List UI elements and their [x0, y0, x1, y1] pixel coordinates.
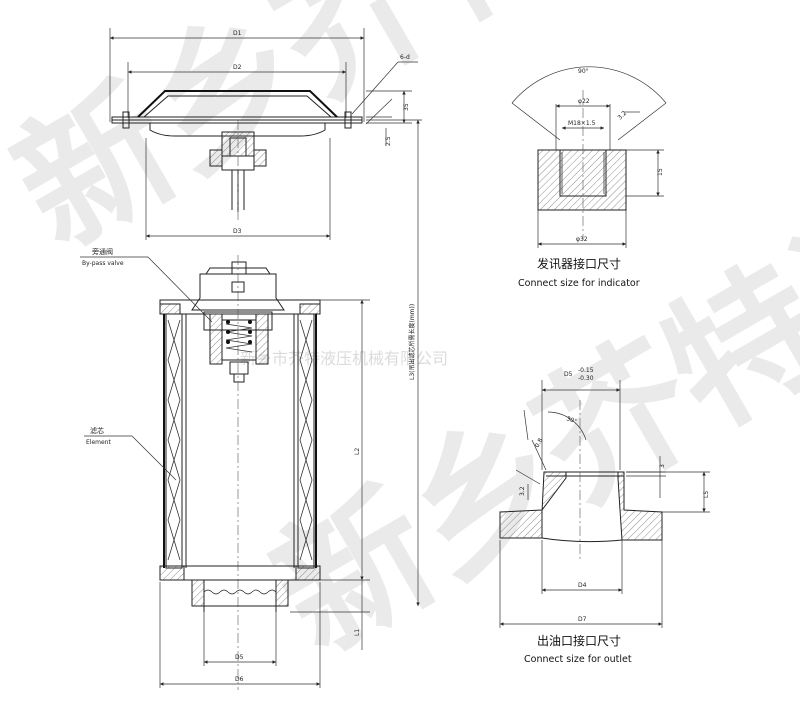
dim-l1: L1: [354, 629, 361, 636]
dim-d5-tol-dn: -0.30: [578, 375, 594, 382]
dim-6d: 6-d: [400, 54, 410, 61]
dim-d2: D2: [233, 64, 242, 71]
dim-35: 35: [403, 103, 410, 111]
dim-phi32: φ32: [576, 236, 588, 243]
dim-l2: L2: [354, 448, 361, 455]
dim-15: 15: [657, 168, 664, 176]
filter-body: D5 D6 L2 L1 L3(吊出滤芯所需长度(mm)) 旁通阀 By-pass…: [80, 119, 422, 690]
dim-3-2-outlet: 3.2: [519, 486, 526, 496]
outlet-detail: D5 -0.15 -0.30 30° 0.8 3 L5 3.2: [499, 367, 710, 665]
dim-l3: L3(吊出滤芯所需长度(mm)): [408, 304, 416, 380]
dim-phi22: φ22: [578, 98, 590, 105]
dim-d6: D6: [235, 676, 244, 683]
dim-d5: D5: [235, 654, 244, 661]
dim-90deg: 90°: [578, 68, 589, 75]
caption-indicator-cn: 发讯器接口尺寸: [537, 256, 621, 271]
dim-d1: D1: [233, 30, 242, 37]
dim-d5-outlet: D5: [564, 371, 573, 378]
dim-d5-tol-up: -0.15: [578, 367, 594, 374]
label-bypass-en: By-pass valve: [82, 260, 124, 267]
dim-m18: M18×1.5: [568, 120, 596, 127]
dim-2-5: 2.5: [385, 136, 392, 146]
label-element-cn: 滤芯: [90, 426, 104, 435]
dim-l5: L5: [703, 491, 710, 498]
indicator-detail: 90° φ22 M18×1.5 3.2 15 φ32 发讯器接口尺寸 Conne…: [511, 66, 667, 289]
watermark-company: 新乡市芥特液压机械有限公司: [240, 349, 448, 368]
dim-d7: D7: [578, 616, 587, 623]
label-bypass-cn: 旁通阀: [92, 247, 113, 256]
caption-outlet-en: Connect size for outlet: [524, 654, 632, 665]
dim-d3: D3: [233, 228, 242, 235]
dim-d4: D4: [578, 582, 587, 589]
caption-outlet-cn: 出油口接口尺寸: [537, 633, 621, 648]
dim-0-8: 0.8: [534, 437, 545, 449]
watermark-text: 新乡芥特液机: [0, 0, 800, 281]
watermark: 新乡芥特液机 新乡芥特液机 新乡市芥特液压机械有限公司: [0, 0, 800, 686]
dim-3-2-indicator: 3.2: [616, 110, 628, 122]
dim-30deg: 30°: [565, 415, 577, 425]
label-element-en: Element: [86, 439, 111, 446]
cover-assembly: D1 D2 6-d 35 2.5: [109, 28, 418, 240]
caption-indicator-en: Connect size for indicator: [518, 278, 640, 289]
dim-3: 3: [659, 464, 666, 468]
